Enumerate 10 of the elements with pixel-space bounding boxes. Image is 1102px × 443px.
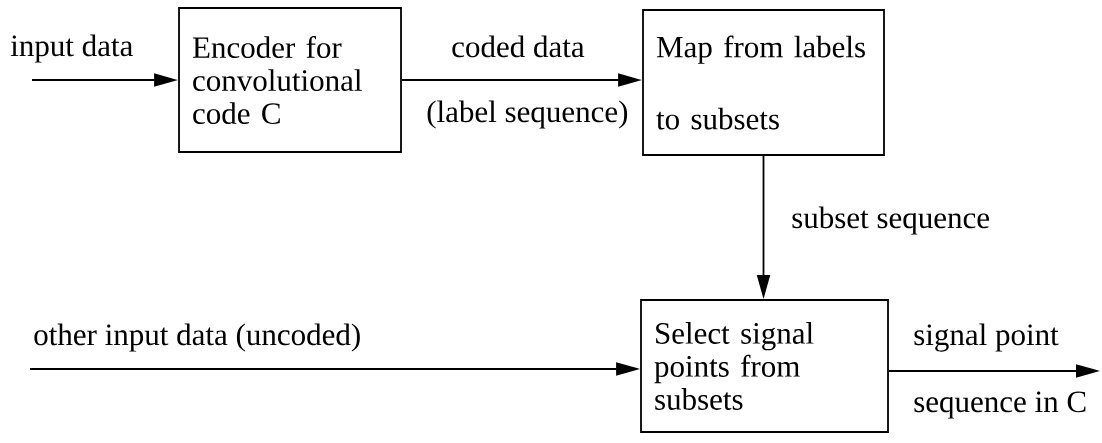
process-box: Encoder for convolutional code C [178, 7, 402, 153]
edge-label: signal point [912, 322, 1060, 353]
edge-label: input data [9, 33, 135, 64]
edge-label: other input data (uncoded) [32, 322, 363, 353]
process-box: Map from labels to subsets [642, 9, 885, 156]
process-box: Select signal points from subsets [640, 299, 889, 433]
edge-label: subset sequence [790, 205, 992, 236]
edge-label: coded data [450, 34, 586, 59]
annotation-text: (label sequence) [427, 100, 628, 129]
annotation-text: sequence in C [914, 391, 1086, 419]
